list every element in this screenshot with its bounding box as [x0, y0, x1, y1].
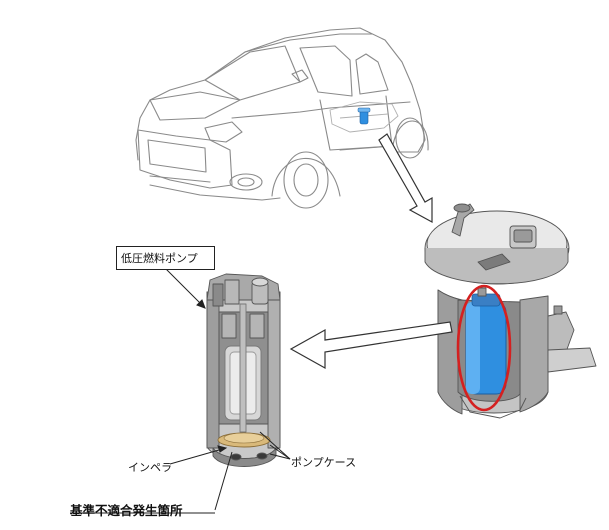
arrow-car-to-module: [378, 133, 433, 224]
pump-cutaway: [206, 273, 281, 467]
leader-lines: [70, 267, 291, 514]
impeller-label: インペラ: [128, 461, 172, 474]
arrow-module-to-pump: [289, 321, 453, 370]
pump-name-box: [116, 246, 215, 270]
car-illustration: [135, 27, 429, 209]
low-pressure-pump-label: 低圧燃料ポンプ: [121, 252, 198, 265]
pump-case-label: ポンプケース: [291, 456, 357, 469]
defect-location-label: 基準不適合発生箇所: [70, 503, 183, 518]
car-pump-marker: [357, 107, 371, 125]
fuel-pump-module: [424, 203, 597, 419]
